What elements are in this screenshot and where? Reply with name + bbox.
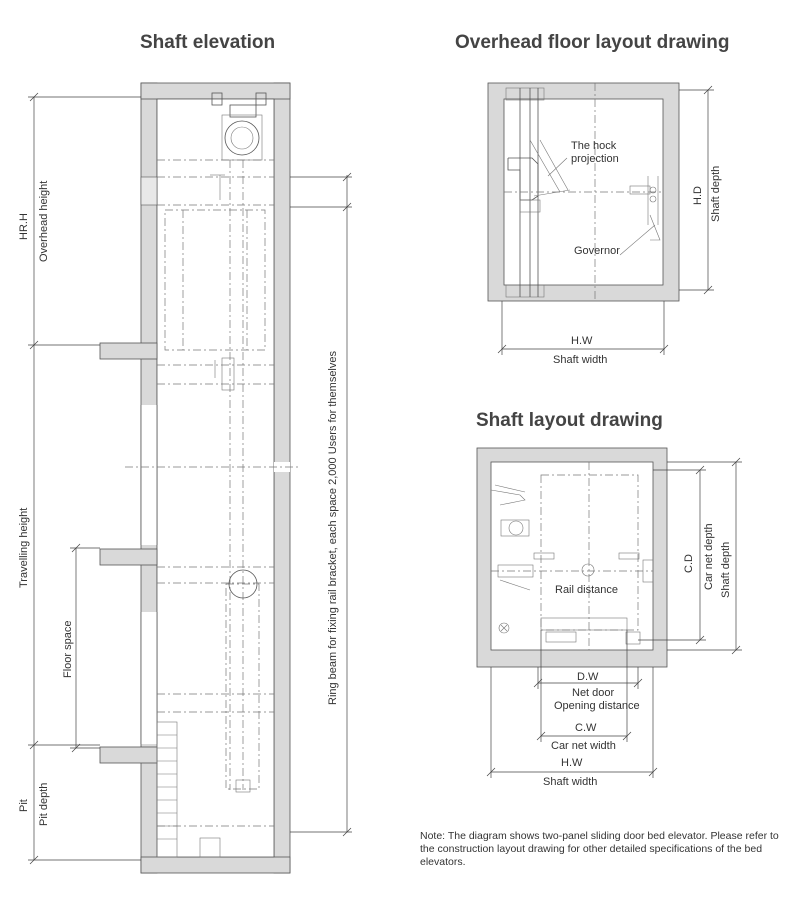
floor-slab-lower <box>99 746 158 764</box>
car-net-width-label: Car net width <box>551 740 616 752</box>
overhead-h-w-label: H.W <box>571 335 593 347</box>
shaft-elevation-drawing <box>28 82 352 874</box>
overhead-floor-title: Overhead floor layout drawing <box>455 32 730 53</box>
c-d-label: C.D <box>683 554 695 573</box>
d-w-label: D.W <box>577 671 599 683</box>
travelling-height-label: Travelling height <box>18 507 30 588</box>
layout-shaft-depth-label: Shaft depth <box>720 541 732 598</box>
floor-slab-upper <box>99 342 158 360</box>
overhead-h-d-label: H.D <box>692 186 704 205</box>
pit-depth-label: Pit depth <box>38 782 50 826</box>
overhead-floor-drawing <box>487 82 714 355</box>
hr-h-label: HR.H <box>18 213 30 240</box>
shaft-layout-drawing <box>476 447 742 778</box>
governor-label: Governor <box>574 245 620 257</box>
ring-beam-label: Ring beam for fixing rail bracket, each … <box>327 351 339 705</box>
pit-label: Pit <box>18 799 30 812</box>
bottom-slab <box>140 856 291 874</box>
hook-projection-label: The hock projection <box>571 140 619 165</box>
overhead-shaft-depth-label: Shaft depth <box>710 165 722 222</box>
floor-slab-mid <box>99 548 158 566</box>
car-net-depth-label: Car net depth <box>703 523 715 590</box>
layout-h-w-label: H.W <box>561 757 583 769</box>
right-wall <box>273 82 291 874</box>
c-w-label: C.W <box>575 722 597 734</box>
shaft-layout-title: Shaft layout drawing <box>476 410 663 431</box>
opening-distance-label: Opening distance <box>554 700 640 712</box>
overhead-shaft-width-label: Shaft width <box>553 354 608 366</box>
overhead-height-label: Overhead height <box>38 180 50 262</box>
shaft-elevation-title: Shaft elevation <box>140 32 276 53</box>
top-slab <box>140 82 291 100</box>
net-door-label: Net door <box>572 687 615 699</box>
rail-distance-label: Rail distance <box>555 584 618 596</box>
footnote: Note: The diagram shows two-panel slidin… <box>420 830 779 868</box>
floor-space-label: Floor space <box>62 620 74 678</box>
layout-shaft-width-label: Shaft width <box>543 776 598 788</box>
